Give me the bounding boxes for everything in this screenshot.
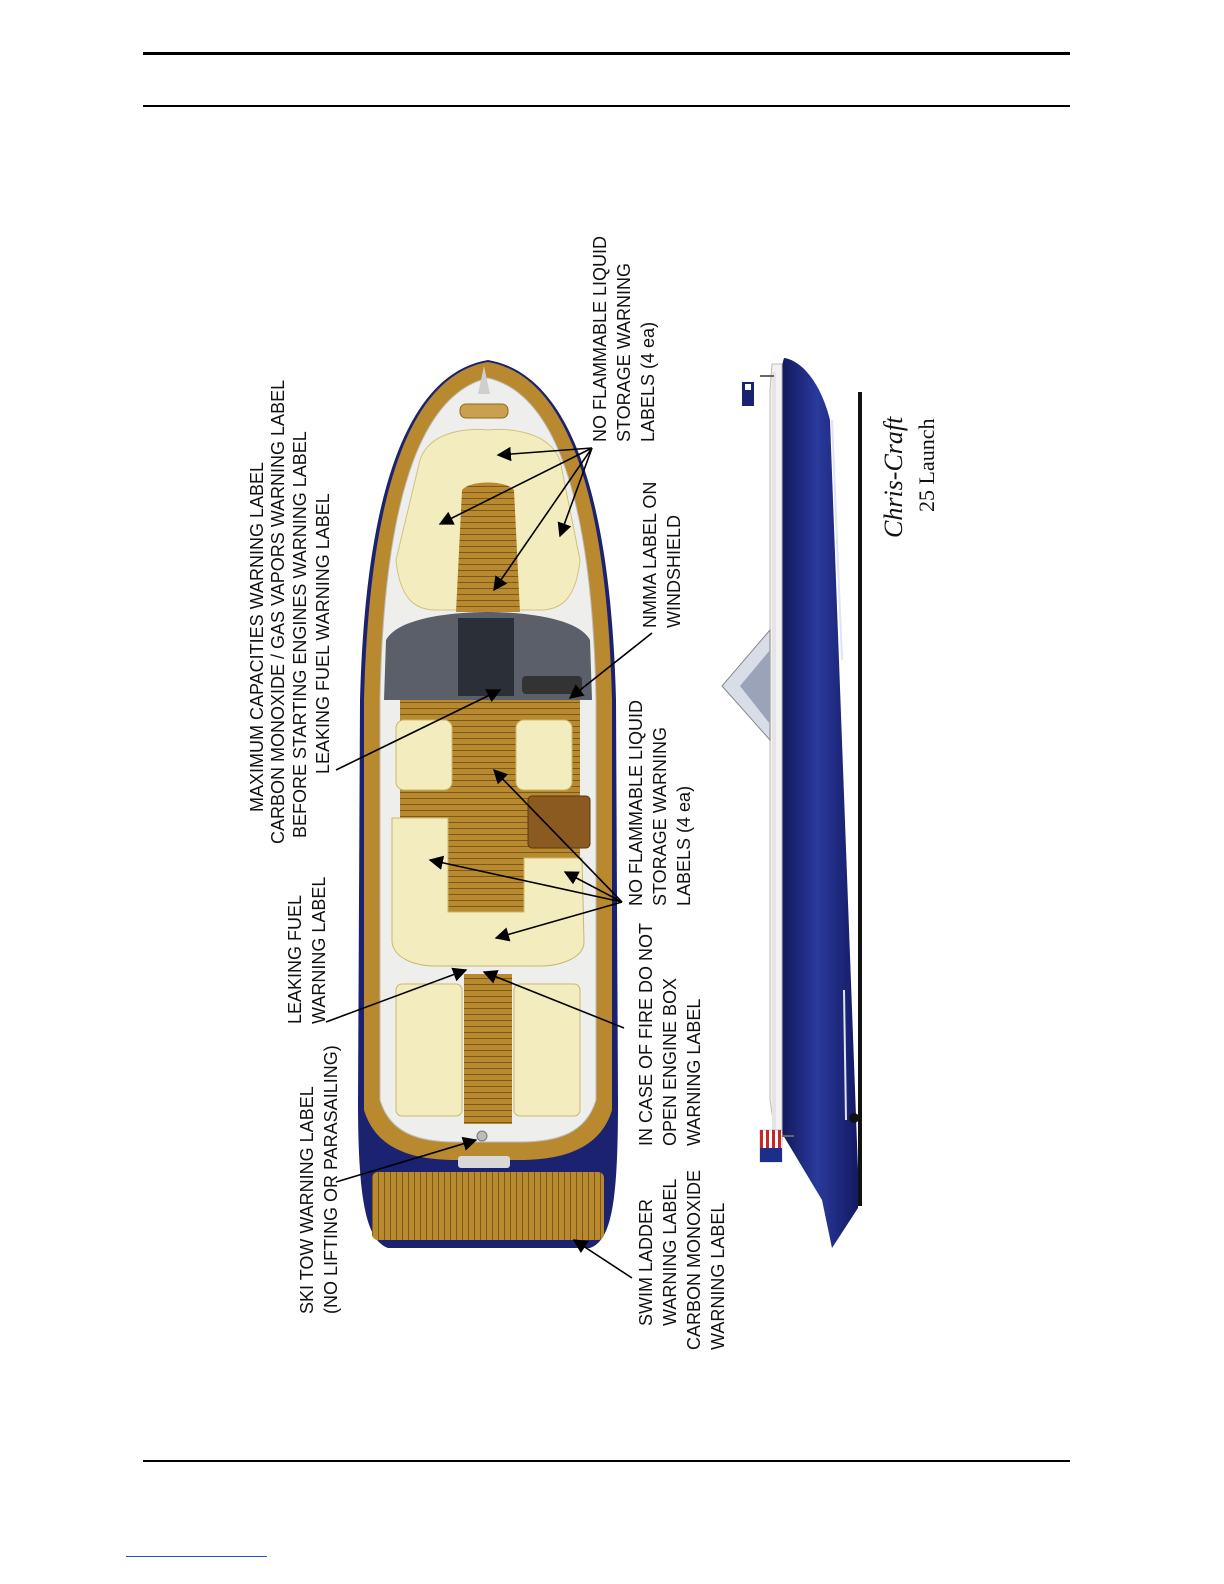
callout-label-line: BEFORE STARTING ENGINES WARNING LABEL xyxy=(290,431,310,838)
boat-side-profile xyxy=(721,358,862,1248)
callout-label-line: LABELS (4 ea) xyxy=(674,786,694,906)
header-rule-bottom xyxy=(143,105,1070,107)
us-flag-icon xyxy=(759,1129,783,1163)
bow-nameplate xyxy=(459,403,509,419)
callout-bow-storage: NO FLAMMABLE LIQUID STORAGE WARNING LABE… xyxy=(590,236,658,442)
callout-label-line: NMMA LABEL ON xyxy=(640,482,660,628)
helm-seat-port xyxy=(395,719,453,791)
callout-capacities: MAXIMUM CAPACITIES WARNING LABEL CARBON … xyxy=(247,380,333,844)
windshield-walkthrough xyxy=(458,618,514,696)
footer-rule xyxy=(143,1460,1070,1462)
dash-panel xyxy=(522,676,582,694)
callout-label-line: WARNING LABEL xyxy=(309,877,329,1024)
swim-platform xyxy=(372,1172,604,1240)
callout-arrows xyxy=(325,446,653,1279)
callout-cockpit-storage: NO FLAMMABLE LIQUID STORAGE WARNING LABE… xyxy=(626,700,694,906)
callout-label-line: LEAKING FUEL xyxy=(285,895,305,1024)
callout-label-line: LABELS (4 ea) xyxy=(638,322,658,442)
callout-label-line: IN CASE OF FIRE DO NOT xyxy=(636,923,656,1146)
callout-label-line: MAXIMUM CAPACITIES WARNING LABEL xyxy=(247,462,267,812)
ski-tow-pylon xyxy=(476,1130,488,1142)
callout-fire: IN CASE OF FIRE DO NOT OPEN ENGINE BOX W… xyxy=(636,923,704,1146)
engine-box-walkway xyxy=(464,974,512,1124)
callout-nmma: NMMA LABEL ON WINDSHIELD xyxy=(640,482,684,628)
sunpad-port xyxy=(395,983,463,1117)
callout-label-line: SWIM LADDER xyxy=(636,1199,656,1326)
helm-seat-starboard xyxy=(515,719,573,791)
transom-logo-plate xyxy=(458,1156,510,1168)
header-rule-top xyxy=(143,52,1070,55)
callout-label-line: OPEN ENGINE BOX xyxy=(660,978,680,1146)
side-fitting xyxy=(849,1113,859,1123)
brand-block: Chris-Craft 25 Launch xyxy=(879,416,939,538)
callout-label-line: SKI TOW WARNING LABEL xyxy=(297,1086,317,1314)
callout-label-line: WARNING LABEL xyxy=(660,1179,680,1326)
hull-stripe-1 xyxy=(831,419,843,661)
brand-logo: Chris-Craft xyxy=(879,416,908,538)
callout-label-line: WINDSHIELD xyxy=(664,515,684,628)
callout-swim-ladder: SWIM LADDER WARNING LABEL CARBON MONOXID… xyxy=(636,1170,728,1350)
callout-label-line: CARBON MONOXIDE / GAS VAPORS WARNING LAB… xyxy=(268,380,288,844)
callout-label-line: NO FLAMMABLE LIQUID xyxy=(626,700,646,906)
callout-label-line: WARNING LABEL xyxy=(708,1203,728,1350)
boat-top-view xyxy=(358,360,618,1248)
callout-label-line: WARNING LABEL xyxy=(684,999,704,1146)
model-name: 25 Launch xyxy=(914,419,939,512)
sunpad-starboard xyxy=(513,983,581,1117)
callout-ski-tow: SKI TOW WARNING LABEL (NO LIFTING OR PAR… xyxy=(297,1045,341,1314)
callout-label-line: NO FLAMMABLE LIQUID xyxy=(590,236,610,442)
hull-stripe-2 xyxy=(843,989,847,1121)
callout-label-line: CARBON MONOXIDE xyxy=(684,1170,704,1350)
cockpit-sink-counter xyxy=(527,795,591,849)
callout-label-line: STORAGE WARNING xyxy=(614,263,634,442)
cockpit-u-lounge xyxy=(391,817,585,967)
callout-label-line: STORAGE WARNING xyxy=(650,727,670,906)
bow-teak-walkway xyxy=(456,482,520,612)
footer-link-underline xyxy=(126,1556,267,1557)
side-hull xyxy=(776,358,858,1248)
callout-leaking-fuel: LEAKING FUEL WARNING LABEL xyxy=(285,877,329,1024)
side-rub-rail xyxy=(772,372,776,1132)
callout-label-line: LEAKING FUEL WARNING LABEL xyxy=(313,493,333,774)
callout-label-line: (NO LIFTING OR PARASAILING) xyxy=(321,1045,341,1314)
